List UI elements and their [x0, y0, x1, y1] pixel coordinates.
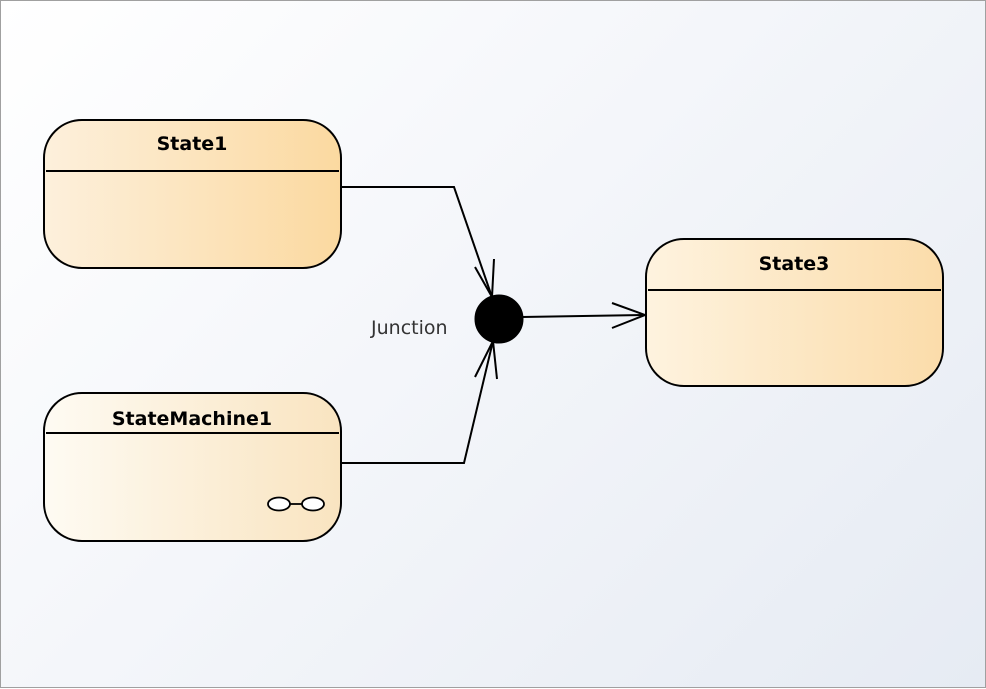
transition-junction-to-state3[interactable]: [521, 302, 648, 329]
junction-label: Junction: [370, 317, 448, 339]
state-state3[interactable]: State3: [645, 238, 944, 387]
transition-statemachine1-to-junction[interactable]: [342, 337, 498, 464]
state-statemachine1[interactable]: StateMachine1: [43, 392, 342, 542]
state-state1[interactable]: State1: [43, 119, 342, 269]
state3-name: State3: [759, 253, 830, 275]
state1-name: State1: [157, 133, 228, 155]
transition-state1-to-junction[interactable]: [342, 186, 495, 301]
junction-node[interactable]: [474, 294, 524, 344]
composite-state-icon: [267, 496, 325, 512]
statemachine1-name: StateMachine1: [112, 408, 272, 430]
junction-icon: [474, 294, 524, 344]
